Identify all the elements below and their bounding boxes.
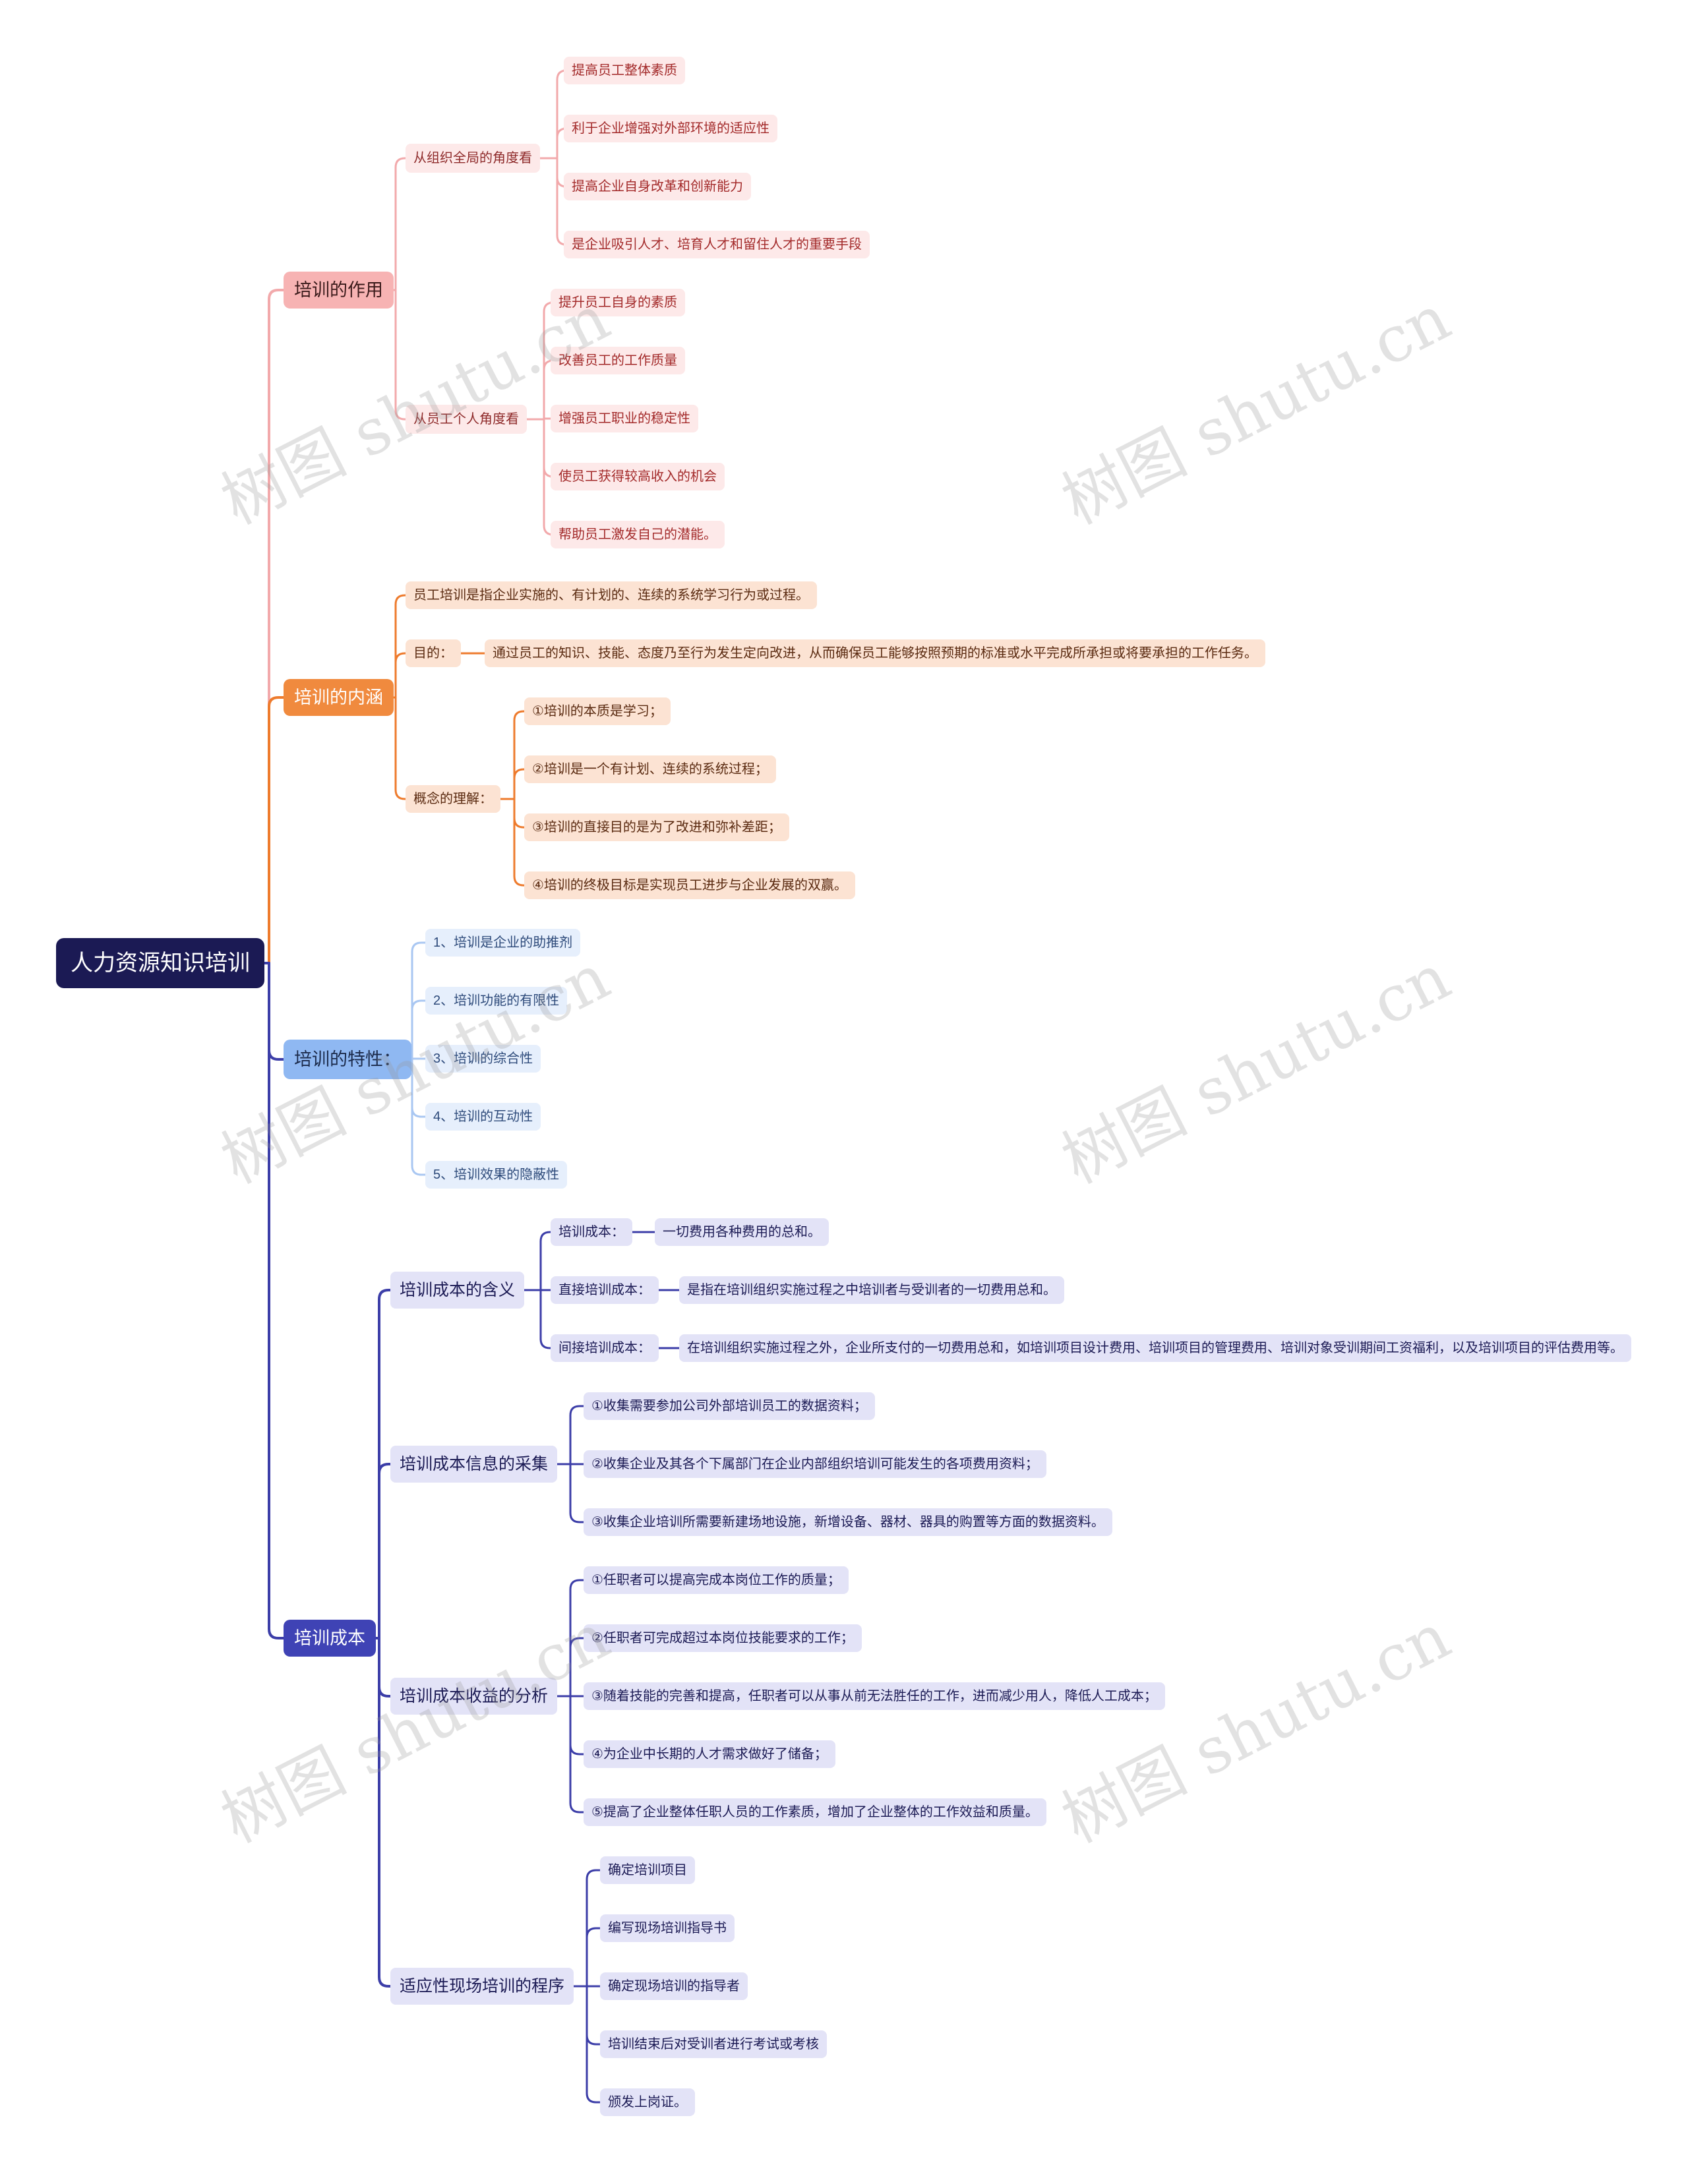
sub-employee-perspective[interactable]: 从员工个人角度看 [406, 405, 527, 434]
leaf-definition[interactable]: 员工培训是指企业实施的、有计划的、连续的系统学习行为或过程。 [406, 581, 817, 609]
connector-line [303, 1289, 392, 1639]
sub-onsite-training-procedure[interactable]: 适应性现场培训的程序 [390, 1968, 574, 2005]
sub-cost-info-collection[interactable]: 培训成本信息的采集 [390, 1446, 558, 1483]
cost-type-definition[interactable]: 一切费用各种费用的总和。 [655, 1218, 829, 1246]
leaf-item[interactable]: 培训结束后对受训者进行考试或考核 [600, 2030, 827, 2058]
sub-concept-understanding[interactable]: 概念的理解： [406, 785, 500, 813]
connector-line [303, 289, 407, 421]
leaf-item[interactable]: ②任职者可完成超过本岗位技能要求的工作； [584, 1624, 862, 1652]
leaf-item[interactable]: 增强员工职业的稳定性 [551, 405, 698, 432]
leaf-item[interactable]: 提高员工整体素质 [564, 57, 685, 84]
leaf-purpose-text[interactable]: 通过员工的知识、技能、态度乃至行为发生定向改进，从而确保员工能够按照预期的标准或… [485, 639, 1265, 667]
leaf-item[interactable]: ⑤提高了企业整体任职人员的工作素质，增加了企业整体的工作效益和质量。 [584, 1798, 1046, 1826]
leaf-item[interactable]: ①培训的本质是学习； [524, 697, 671, 725]
cost-type-label[interactable]: 培训成本： [551, 1218, 632, 1246]
leaf-item[interactable]: 改善员工的工作质量 [551, 347, 685, 374]
sub-cost-meaning[interactable]: 培训成本的含义 [390, 1272, 525, 1309]
cost-type-label[interactable]: 直接培训成本： [551, 1276, 659, 1304]
branch-training-role[interactable]: 培训的作用 [284, 272, 394, 309]
leaf-item[interactable]: ②收集企业及其各个下属部门在企业内部组织培训可能发生的各项费用资料； [584, 1450, 1046, 1478]
branch-training-cost[interactable]: 培训成本 [284, 1620, 376, 1657]
leaf-item[interactable]: 提升员工自身的素质 [551, 289, 685, 316]
sub-org-perspective[interactable]: 从组织全局的角度看 [406, 144, 540, 173]
sub-purpose[interactable]: 目的： [406, 639, 461, 667]
connector-line [84, 289, 285, 964]
connector-line [303, 1637, 392, 1988]
sub-cost-benefit-analysis[interactable]: 培训成本收益的分析 [390, 1678, 558, 1715]
leaf-item[interactable]: 确定现场培训的指导者 [600, 1972, 748, 2000]
connector-line [84, 696, 285, 964]
leaf-item[interactable]: 2、培训功能的有限性 [425, 987, 568, 1015]
cost-type-definition[interactable]: 在培训组织实施过程之外，企业所支付的一切费用总和，如培训项目设计费用、培训项目的… [679, 1334, 1631, 1362]
cost-type-label[interactable]: 间接培训成本： [551, 1334, 659, 1362]
leaf-item[interactable]: 帮助员工激发自己的潜能。 [551, 521, 725, 548]
leaf-item[interactable]: 颁发上岗证。 [600, 2088, 695, 2116]
branch-training-connotation[interactable]: 培训的内涵 [284, 679, 394, 716]
leaf-item[interactable]: 3、培训的综合性 [425, 1045, 541, 1073]
connector-line [303, 157, 407, 291]
leaf-item[interactable]: ④培训的终极目标是实现员工进步与企业发展的双赢。 [524, 871, 855, 899]
connector-line [420, 301, 554, 421]
leaf-item[interactable]: ④为企业中长期的人才需求做好了储备； [584, 1740, 835, 1768]
leaf-item[interactable]: 4、培训的互动性 [425, 1103, 541, 1131]
connector-line [303, 1463, 392, 1639]
leaf-item[interactable]: ①收集需要参加公司外部培训员工的数据资料； [584, 1392, 875, 1420]
leaf-item[interactable]: ③培训的直接目的是为了改进和弥补差距； [524, 813, 789, 841]
leaf-item[interactable]: ③随着技能的完善和提高，任职者可以从事从前无法胜任的工作，进而减少用人，降低人工… [584, 1682, 1165, 1710]
leaf-item[interactable]: ③收集企业培训所需要新建场地设施，新增设备、器材、器具的购置等方面的数据资料。 [584, 1508, 1112, 1536]
leaf-item[interactable]: ①任职者可以提高完成本岗位工作的质量； [584, 1566, 849, 1594]
leaf-item[interactable]: 编写现场培训指导书 [600, 1914, 735, 1942]
leaf-item[interactable]: 确定培训项目 [600, 1856, 695, 1884]
leaf-item[interactable]: 利于企业增强对外部环境的适应性 [564, 115, 777, 142]
leaf-item[interactable]: 使员工获得较高收入的机会 [551, 463, 725, 490]
leaf-item[interactable]: ②培训是一个有计划、连续的系统过程； [524, 755, 776, 783]
connector-line [84, 962, 285, 1639]
leaf-item[interactable]: 是企业吸引人才、培育人才和留住人才的重要手段 [564, 231, 870, 258]
leaf-item[interactable]: 5、培训效果的隐蔽性 [425, 1161, 568, 1189]
root-node[interactable]: 人力资源知识培训 [56, 938, 264, 988]
branch-training-characteristics[interactable]: 培训的特性： [284, 1040, 411, 1079]
connector-line [420, 418, 554, 536]
leaf-item[interactable]: 1、培训是企业的助推剂 [425, 929, 581, 957]
cost-type-definition[interactable]: 是指在培训组织实施过程之中培训者与受训者的一切费用总和。 [679, 1276, 1064, 1304]
leaf-item[interactable]: 提高企业自身改革和创新能力 [564, 173, 751, 200]
